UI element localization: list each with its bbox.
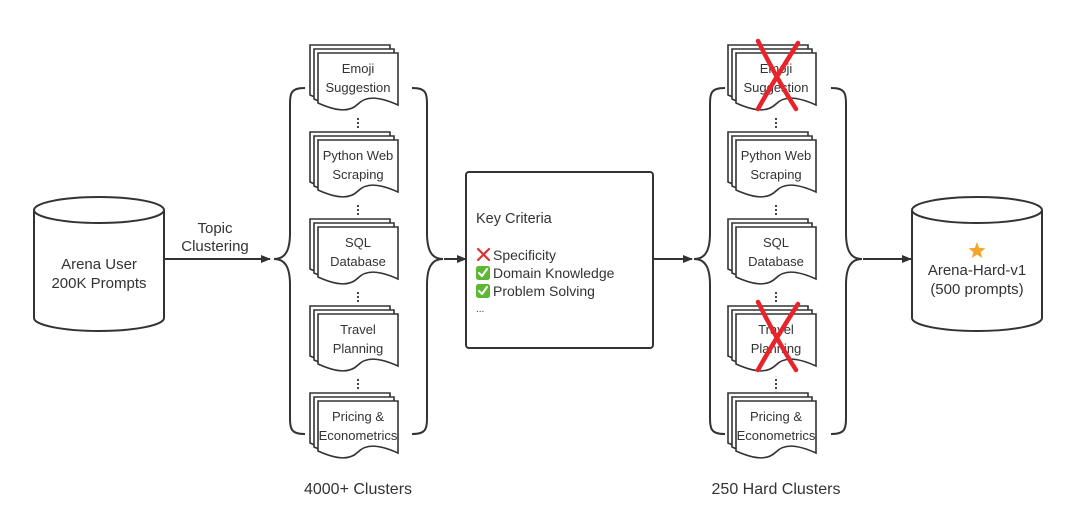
cluster-label-line: Pricing &: [332, 409, 384, 424]
right-open-brace: [693, 87, 726, 435]
right-group-caption: 250 Hard Clusters: [712, 481, 841, 498]
cluster-label-line: Scraping: [332, 167, 383, 182]
edge-label-line2: Clustering: [181, 238, 249, 255]
source-label-line1: Arena User: [61, 256, 137, 273]
left-cluster-5: Pricing & Econometrics: [309, 392, 399, 459]
left-close-brace: [411, 87, 444, 435]
reject-cross-icon: [755, 38, 801, 112]
cluster-label-line: Suggestion: [743, 80, 808, 95]
left-group-caption: 4000+ Clusters: [304, 481, 412, 498]
cluster-label-line: Python Web: [741, 148, 812, 163]
right-close-brace: [830, 87, 863, 435]
star-icon: [968, 242, 986, 259]
cluster-label-line: Econometrics: [319, 428, 398, 443]
more-clusters-ellipsis: [356, 117, 360, 129]
criteria-item-label: Specificity: [493, 247, 556, 263]
cluster-label-line: Scraping: [750, 167, 801, 182]
criteria-title: Key Criteria: [476, 211, 553, 227]
cluster-label-line: Planning: [333, 341, 384, 356]
left-open-brace: [273, 87, 306, 435]
edge-label-line1: Topic: [197, 220, 233, 237]
cluster-label-line: Pricing &: [750, 409, 802, 424]
right-cluster-3: SQL Database: [727, 218, 817, 285]
more-clusters-ellipsis: [774, 204, 778, 216]
cluster-label-line: Travel: [340, 322, 376, 337]
criteria-item-label: Problem Solving: [493, 283, 595, 299]
cluster-document-front: [317, 226, 399, 285]
cluster-label-line: SQL: [345, 235, 371, 250]
cluster-document-front: [317, 52, 399, 111]
source-database-node: Arena User 200K Prompts: [33, 196, 165, 332]
reject-cross-icon: [755, 299, 801, 373]
cluster-document-front: [735, 139, 817, 198]
more-clusters-ellipsis: [356, 204, 360, 216]
cluster-document-front: [317, 313, 399, 372]
cluster-document-front: [735, 400, 817, 459]
cluster-label-line: Planning: [751, 341, 802, 356]
cross-mark-icon: [476, 247, 491, 262]
more-clusters-ellipsis: [774, 291, 778, 303]
cluster-document-front: [317, 400, 399, 459]
more-clusters-ellipsis: [356, 291, 360, 303]
right-cluster-5: Pricing & Econometrics: [727, 392, 817, 459]
check-mark-icon: [476, 266, 490, 280]
cluster-label-line: Emoji: [342, 61, 375, 76]
cluster-label-line: Python Web: [323, 148, 394, 163]
cluster-label-line: Econometrics: [737, 428, 816, 443]
cluster-document-front: [735, 226, 817, 285]
criteria-item: Specificity: [476, 247, 556, 263]
cluster-label-line: Suggestion: [325, 80, 390, 95]
criteria-ellipsis: ...: [476, 304, 484, 315]
result-label-line1: Arena-Hard-v1: [928, 262, 1026, 279]
criteria-item: Domain Knowledge: [476, 265, 615, 281]
result-database-node: Arena-Hard-v1 (500 prompts): [911, 196, 1043, 332]
cluster-document-front: [317, 139, 399, 198]
cluster-label-line: Database: [748, 254, 804, 269]
criteria-item: Problem Solving: [476, 283, 595, 299]
cluster-label-line: SQL: [763, 235, 789, 250]
source-label-line2: 200K Prompts: [51, 275, 146, 292]
more-clusters-ellipsis: [774, 117, 778, 129]
more-clusters-ellipsis: [356, 378, 360, 390]
more-clusters-ellipsis: [774, 378, 778, 390]
result-label-line2: (500 prompts): [930, 281, 1023, 298]
check-mark-icon: [476, 284, 490, 298]
cluster-label-line: Database: [330, 254, 386, 269]
criteria-item-label: Domain Knowledge: [493, 265, 615, 281]
left-cluster-3: SQL Database: [309, 218, 399, 285]
